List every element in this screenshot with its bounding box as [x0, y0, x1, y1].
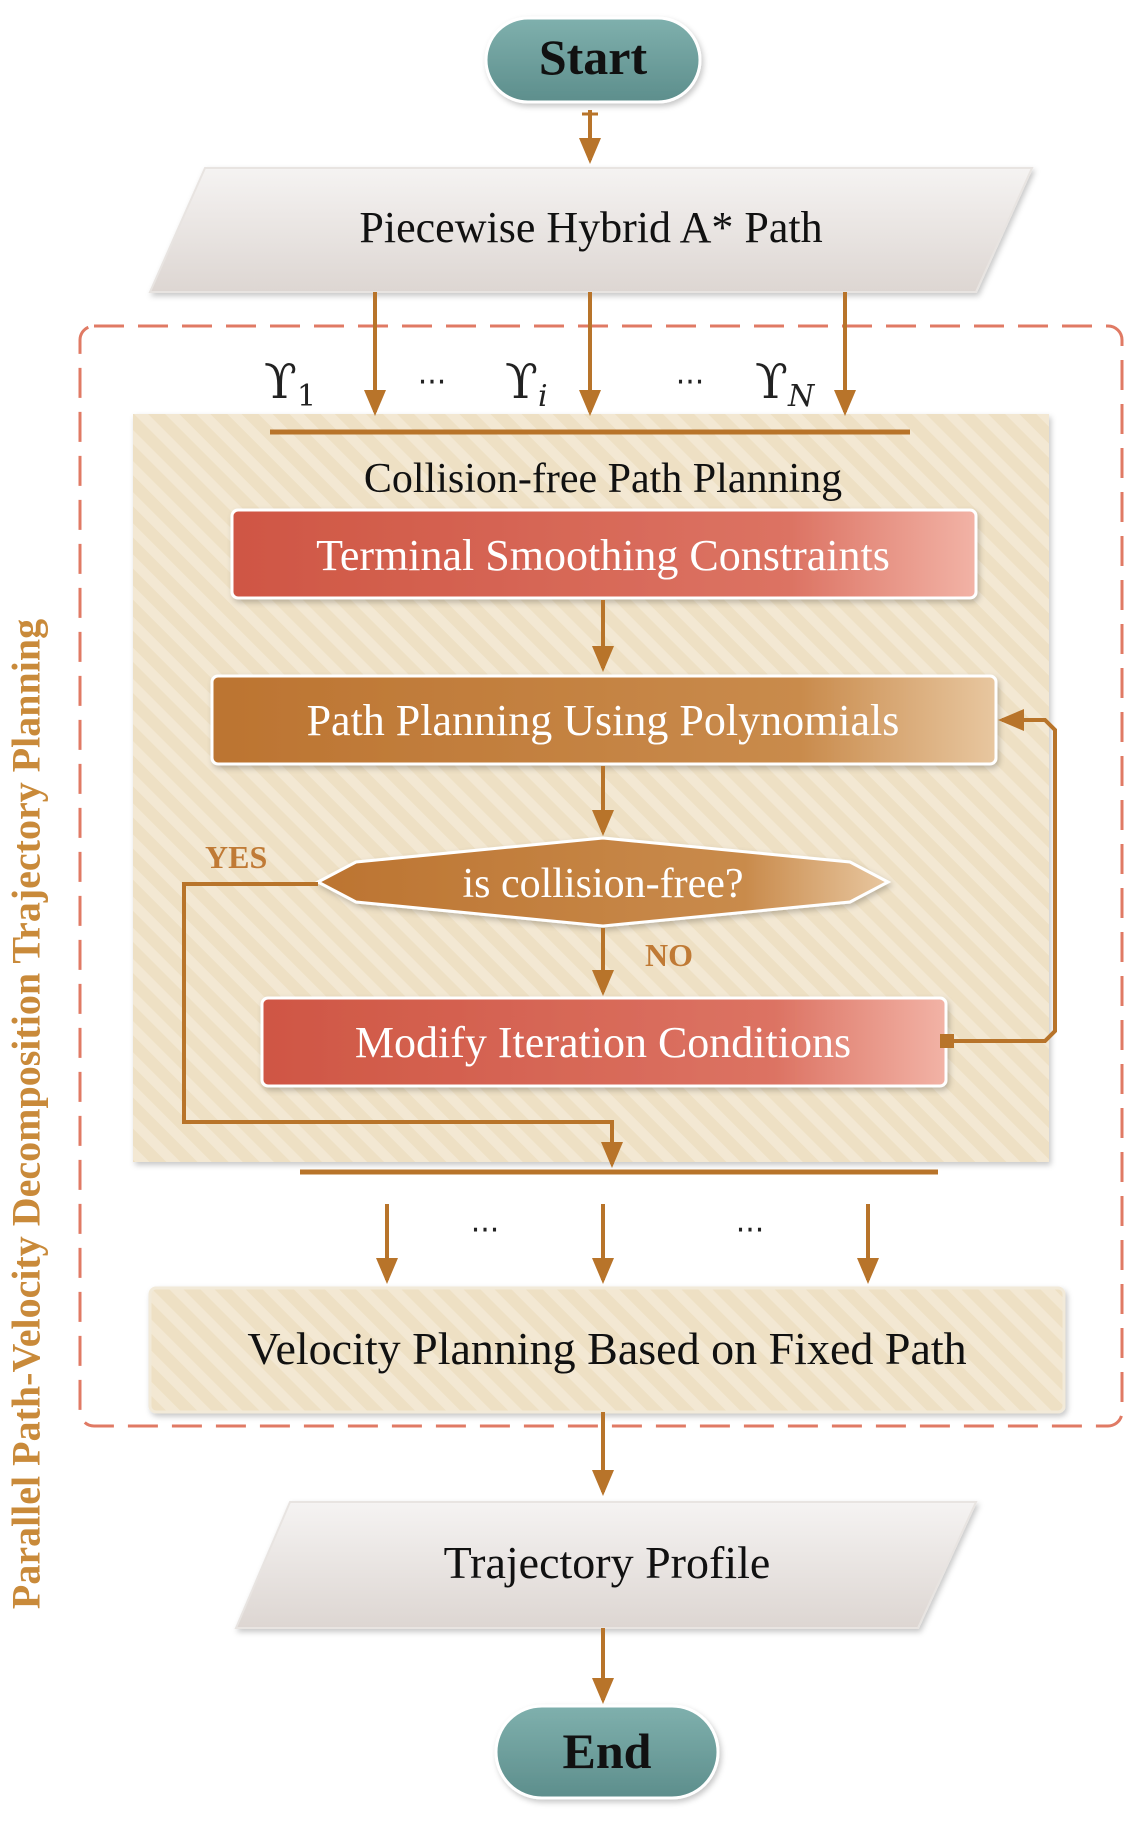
yes-label: YES: [205, 839, 267, 875]
input-parallelogram: [148, 167, 1034, 293]
yes-branch-line: [182, 882, 623, 1168]
velocity-ellipsis-2: ···: [736, 1213, 765, 1248]
start-label: Start: [539, 29, 648, 85]
segment-symbol-1: ϒ1: [264, 354, 316, 414]
parallel-region-border: [78, 324, 1124, 1428]
terminal-smoothing-label: Terminal Smoothing Constraints: [316, 531, 890, 580]
polynomial-planning-label: Path Planning Using Polynomials: [307, 696, 900, 745]
collision-decision: [314, 836, 892, 928]
segment-symbol-i: ϒi: [505, 354, 548, 414]
start-terminator: [484, 16, 702, 104]
velocity-ellipsis-1: ···: [471, 1213, 500, 1248]
input-label: Piecewise Hybrid A* Path: [359, 203, 822, 252]
output-parallelogram: [234, 1501, 978, 1629]
output-label: Trajectory Profile: [444, 1537, 771, 1588]
polynomial-planning-box: [210, 674, 998, 766]
feedback-loop-line: [954, 709, 1057, 1043]
feedback-port: [940, 1034, 954, 1048]
end-label: End: [563, 1723, 652, 1779]
segment-symbol-n: ϒN: [755, 354, 816, 414]
modify-iteration-label: Modify Iteration Conditions: [355, 1018, 851, 1067]
segment-ellipsis-1: ···: [418, 365, 447, 400]
segment-ellipsis-2: ···: [676, 365, 705, 400]
terminal-smoothing-box: [230, 508, 978, 600]
end-terminator: [494, 1704, 720, 1800]
velocity-planning-label: Velocity Planning Based on Fixed Path: [247, 1323, 966, 1374]
no-label: NO: [645, 937, 693, 973]
velocity-planning-box: [148, 1286, 1066, 1414]
collision-decision-label: is collision-free?: [462, 861, 743, 907]
panel-title: Collision-free Path Planning: [364, 456, 842, 502]
region-side-label: Parallel Path-Velocity Decomposition Tra…: [3, 618, 49, 1610]
